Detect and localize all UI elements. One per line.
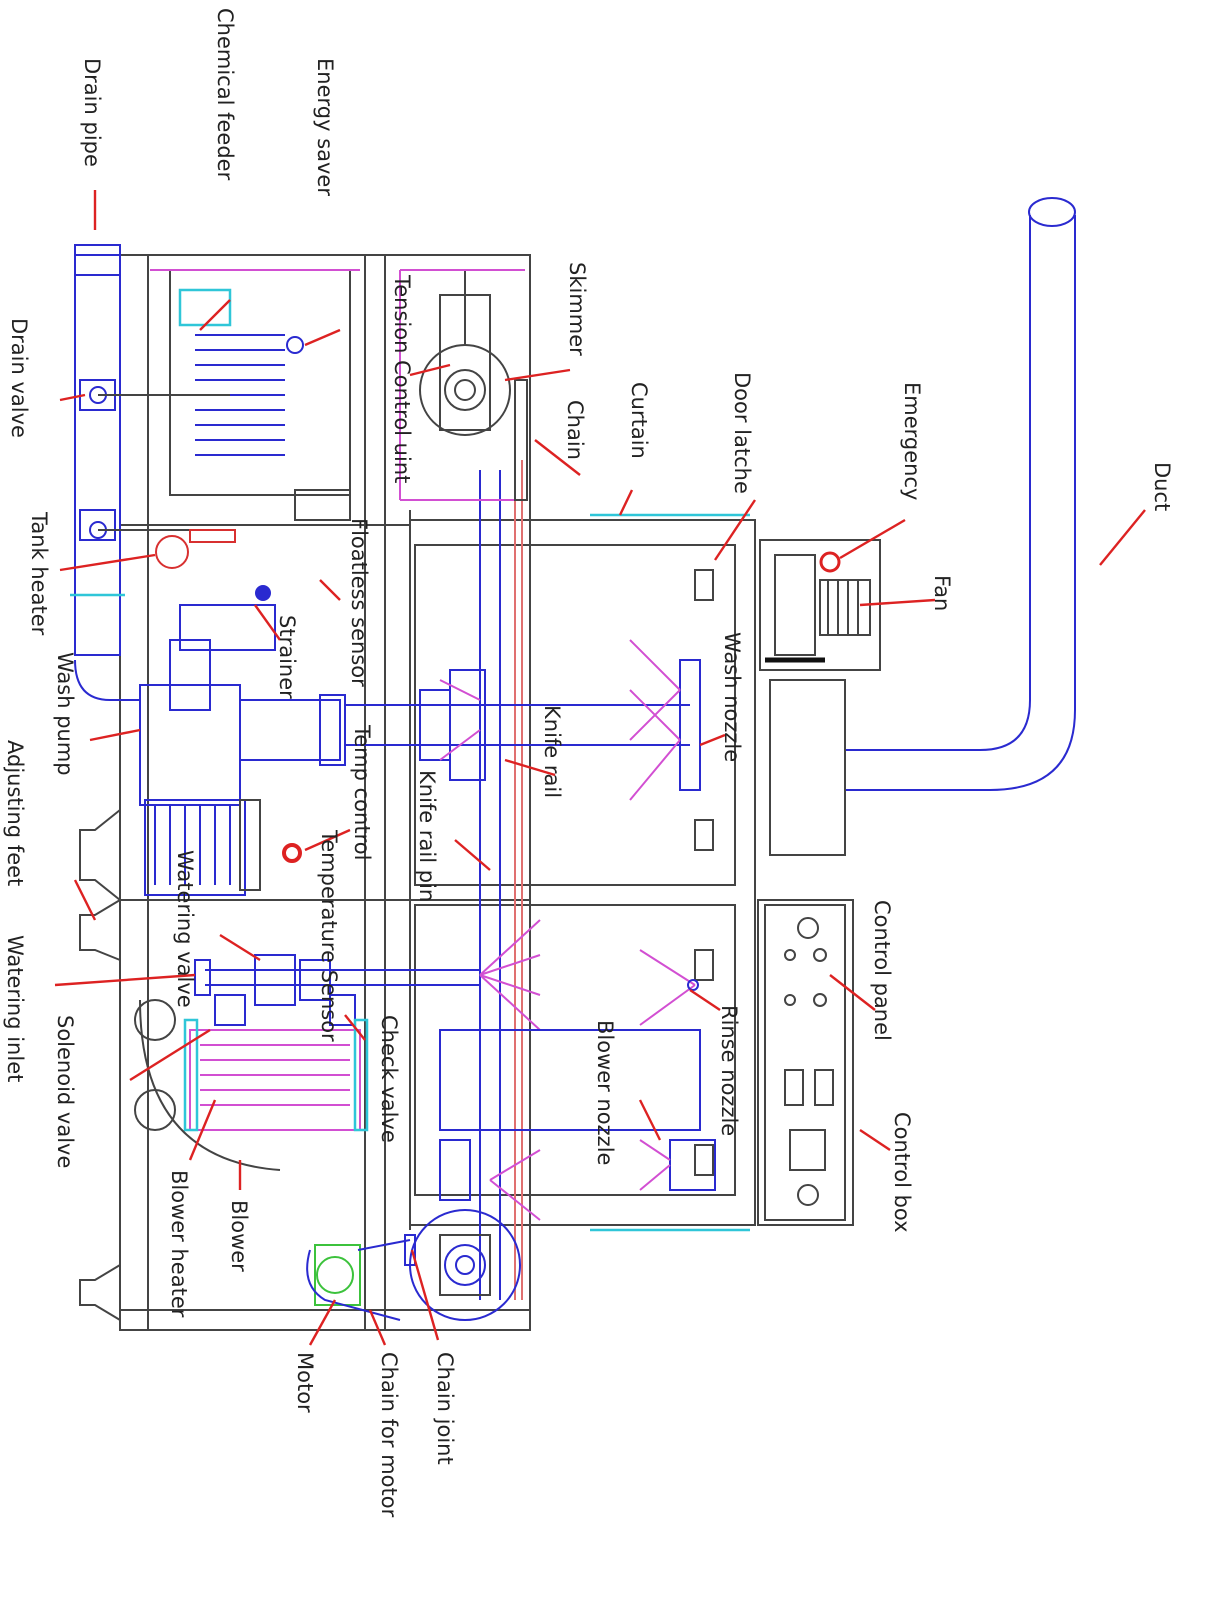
label-floatless-sensor: Floatless sensor [347, 518, 371, 687]
label-energy-saver: Energy saver [313, 58, 337, 196]
label-watering-inlet: Watering inlet [3, 935, 27, 1082]
door-latch-lower [694, 819, 714, 851]
label-chain: Chain [563, 400, 587, 460]
wash-manifold [345, 639, 701, 801]
label-tension-control: Tension Control uint [390, 274, 414, 483]
label-chain-joint: Chain joint [433, 1352, 457, 1465]
label-skimmer: Skimmer [565, 262, 589, 356]
label-chemical-feeder: Chemical feeder [213, 8, 237, 181]
control-box [757, 899, 854, 1226]
label-watering-valve: Watering valve [173, 850, 197, 1008]
label-chain-for-motor: Chain for motor [377, 1352, 401, 1518]
fan-unit [759, 539, 881, 856]
label-strainer: Strainer [275, 615, 299, 699]
adjusting-feet [79, 809, 121, 1321]
watering-piping [194, 919, 699, 1031]
wash-hood [409, 513, 756, 1232]
door-latch-rinse [694, 949, 714, 981]
label-duct: Duct [1150, 462, 1174, 511]
label-blower: Blower [227, 1200, 251, 1272]
label-solenoid-valve: Solenoid valve [53, 1015, 77, 1168]
label-temp-control: Temp control [350, 724, 374, 860]
label-door-latche: Door latche [730, 372, 754, 494]
label-check-valve: Check valve [377, 1015, 401, 1143]
label-drain-pipe: Drain pipe [80, 58, 104, 167]
labels: Duct Emergency Fan Door latche Curtain C… [3, 8, 1174, 1518]
label-wash-pump: Wash pump [53, 652, 77, 776]
blower-section [134, 999, 716, 1221]
label-control-panel: Control panel [870, 900, 894, 1041]
wash-pump [139, 684, 346, 896]
label-blower-nozzle: Blower nozzle [593, 1020, 617, 1165]
label-blower-heater: Blower heater [167, 1170, 191, 1318]
label-wash-nozzle: Wash nozzle [720, 632, 744, 762]
label-control-box: Control box [890, 1112, 914, 1233]
door-latch-upper [694, 569, 714, 601]
label-temperature-sensor: Temperature Sensor [317, 829, 341, 1042]
cabinet-frame [119, 254, 531, 1331]
label-fan: Fan [930, 575, 954, 611]
label-motor: Motor [293, 1352, 317, 1413]
drive-pulley [404, 1209, 521, 1321]
drive-motor [306, 1239, 411, 1321]
duct-pipe [845, 197, 1076, 791]
label-rinse-nozzle: Rinse nozzle [717, 1005, 741, 1136]
tank-heater [155, 529, 236, 569]
label-curtain: Curtain [627, 382, 651, 459]
door-latch-blower [694, 1144, 714, 1176]
label-knife-rail-pin: Knife rail pin [415, 770, 439, 902]
temp-sensor [282, 843, 302, 863]
label-adjusting-feet: Adjusting feet [3, 740, 27, 886]
label-knife-rail: Knife rail [540, 705, 564, 798]
label-tank-heater: Tank heater [27, 511, 51, 636]
tension-pulley [419, 270, 511, 436]
callout-arrows [54, 190, 1146, 1346]
label-emergency: Emergency [900, 382, 924, 500]
emergency-button [819, 551, 841, 573]
label-drain-valve: Drain valve [7, 318, 31, 438]
drain-pipe [70, 244, 230, 701]
strainer-unit [169, 585, 276, 711]
